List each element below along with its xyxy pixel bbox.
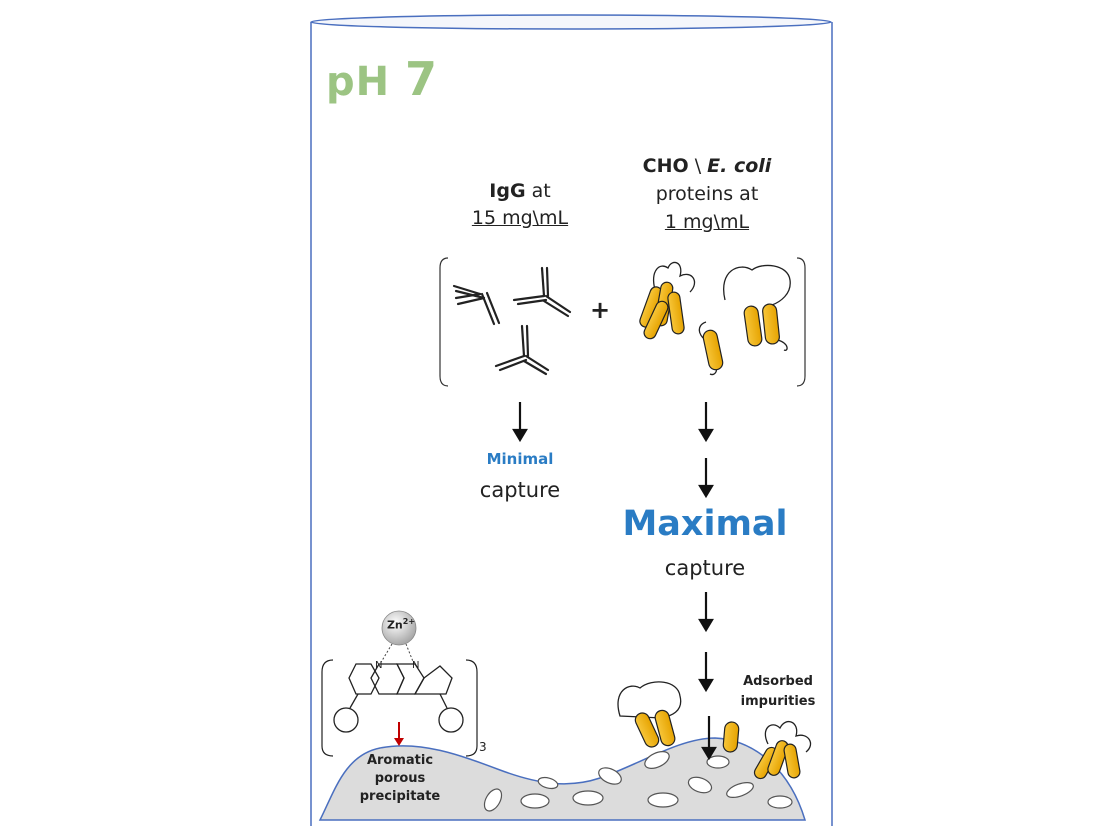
- igg-antibodies: [452, 266, 572, 376]
- igg-suffix: at: [531, 180, 551, 202]
- ph-label: pH 7: [326, 52, 438, 106]
- ph-prefix: pH: [326, 59, 391, 105]
- igg-concentration: 15 mg\mL: [471, 207, 569, 229]
- minimal-label: Minimal: [486, 450, 554, 468]
- n-label-right: N: [412, 660, 419, 671]
- ph-value: 7: [405, 52, 439, 106]
- host-cell-proteins: [639, 261, 791, 376]
- cho-sep: \: [694, 155, 702, 177]
- cho-line2: proteins at: [655, 183, 759, 205]
- precipitate-label: Aromatic porous precipitate: [346, 752, 454, 806]
- cho-label-block: CHO \ E. coli proteins at 1 mg\mL: [612, 152, 802, 236]
- precipitate-line1: Aromatic: [366, 753, 434, 768]
- zn-charge: 2+: [402, 617, 416, 626]
- adsorbed-impurities-label: Adsorbed impurities: [728, 672, 828, 712]
- pore-ellipses: [483, 751, 793, 812]
- cho-concentration: 1 mg\mL: [664, 211, 750, 233]
- zn-label: Zn2+: [381, 617, 421, 632]
- maximal-capture: capture: [664, 556, 746, 580]
- n-label-left: N: [375, 660, 382, 671]
- precipitate-line3: precipitate: [359, 789, 441, 804]
- ecoli-name: E. coli: [707, 155, 772, 177]
- cho-name: CHO: [642, 155, 689, 177]
- protein-brackets: [439, 257, 806, 387]
- igg-label-block: IgG at 15 mg\mL: [430, 178, 610, 232]
- adsorbed-line2: impurities: [740, 694, 816, 709]
- cho-line1: CHO \ E. coli: [612, 152, 802, 180]
- igg-line1: IgG at: [430, 178, 610, 205]
- red-arrow-head: [394, 738, 404, 746]
- precipitate-line2: porous: [374, 771, 426, 786]
- adsorbed-line1: Adsorbed: [743, 674, 813, 689]
- igg-name: IgG: [489, 180, 526, 202]
- plus-sign: +: [590, 296, 611, 324]
- container-vessel: [310, 14, 833, 826]
- minimal-capture: capture: [479, 478, 561, 502]
- flow-arrows: [512, 402, 717, 761]
- maximal-label: Maximal: [622, 504, 788, 544]
- ligand-subscript: 3: [479, 740, 487, 754]
- adsorbed-proteins: [617, 681, 812, 780]
- precipitate-mound: [318, 737, 807, 821]
- zn-phenanthroline-complex: N N: [321, 610, 478, 757]
- zn-ion: [381, 610, 417, 646]
- zn-symbol: Zn: [386, 618, 403, 632]
